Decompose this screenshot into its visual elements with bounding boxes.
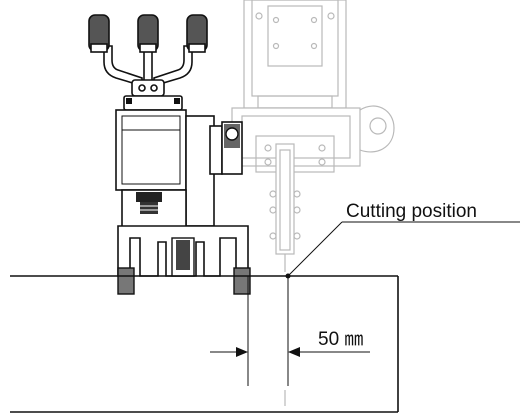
- dimension-50mm: 50 ㎜: [210, 276, 370, 386]
- dimension-label: 50 ㎜: [318, 329, 363, 350]
- ghost-machine-outline: [231, 0, 395, 406]
- cutting-position-callout: Cutting position: [285, 201, 520, 279]
- dimension-arrow-left: [236, 347, 248, 357]
- cutting-position-label: Cutting position: [346, 201, 477, 222]
- dimension-arrow-right: [288, 347, 300, 357]
- workpiece: [10, 275, 399, 413]
- cutting-machine-icon: [88, 14, 251, 295]
